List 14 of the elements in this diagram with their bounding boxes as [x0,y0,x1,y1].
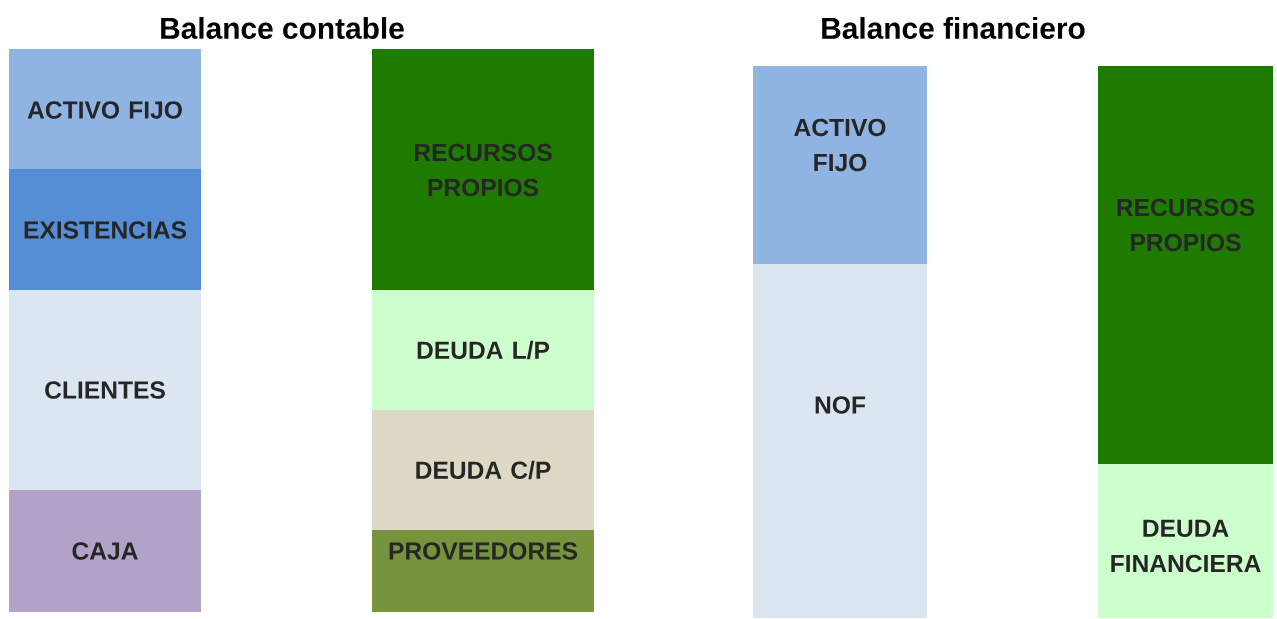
balance-block: DEUDA C/P [372,410,594,530]
balance-block: ACTIVO FIJO [9,49,201,169]
balance-block: RECURSOS PROPIOS [1098,66,1273,464]
heading: Balance financiero [822,17,1085,39]
heading: Balance contable [161,17,404,39]
balance-block: PROVEEDORES [372,530,594,612]
balance-block: CLIENTES [9,290,201,490]
balance-block: NOF [753,264,927,618]
balance-block: ACTIVO FIJO [753,66,927,264]
balance-block: EXISTENCIAS [9,169,201,290]
balance-block: DEUDA L/P [372,290,594,410]
balance-block: CAJA [9,490,201,612]
balance-block: DEUDA FINANCIERA [1098,464,1273,618]
balance-block: RECURSOS PROPIOS [372,49,594,290]
